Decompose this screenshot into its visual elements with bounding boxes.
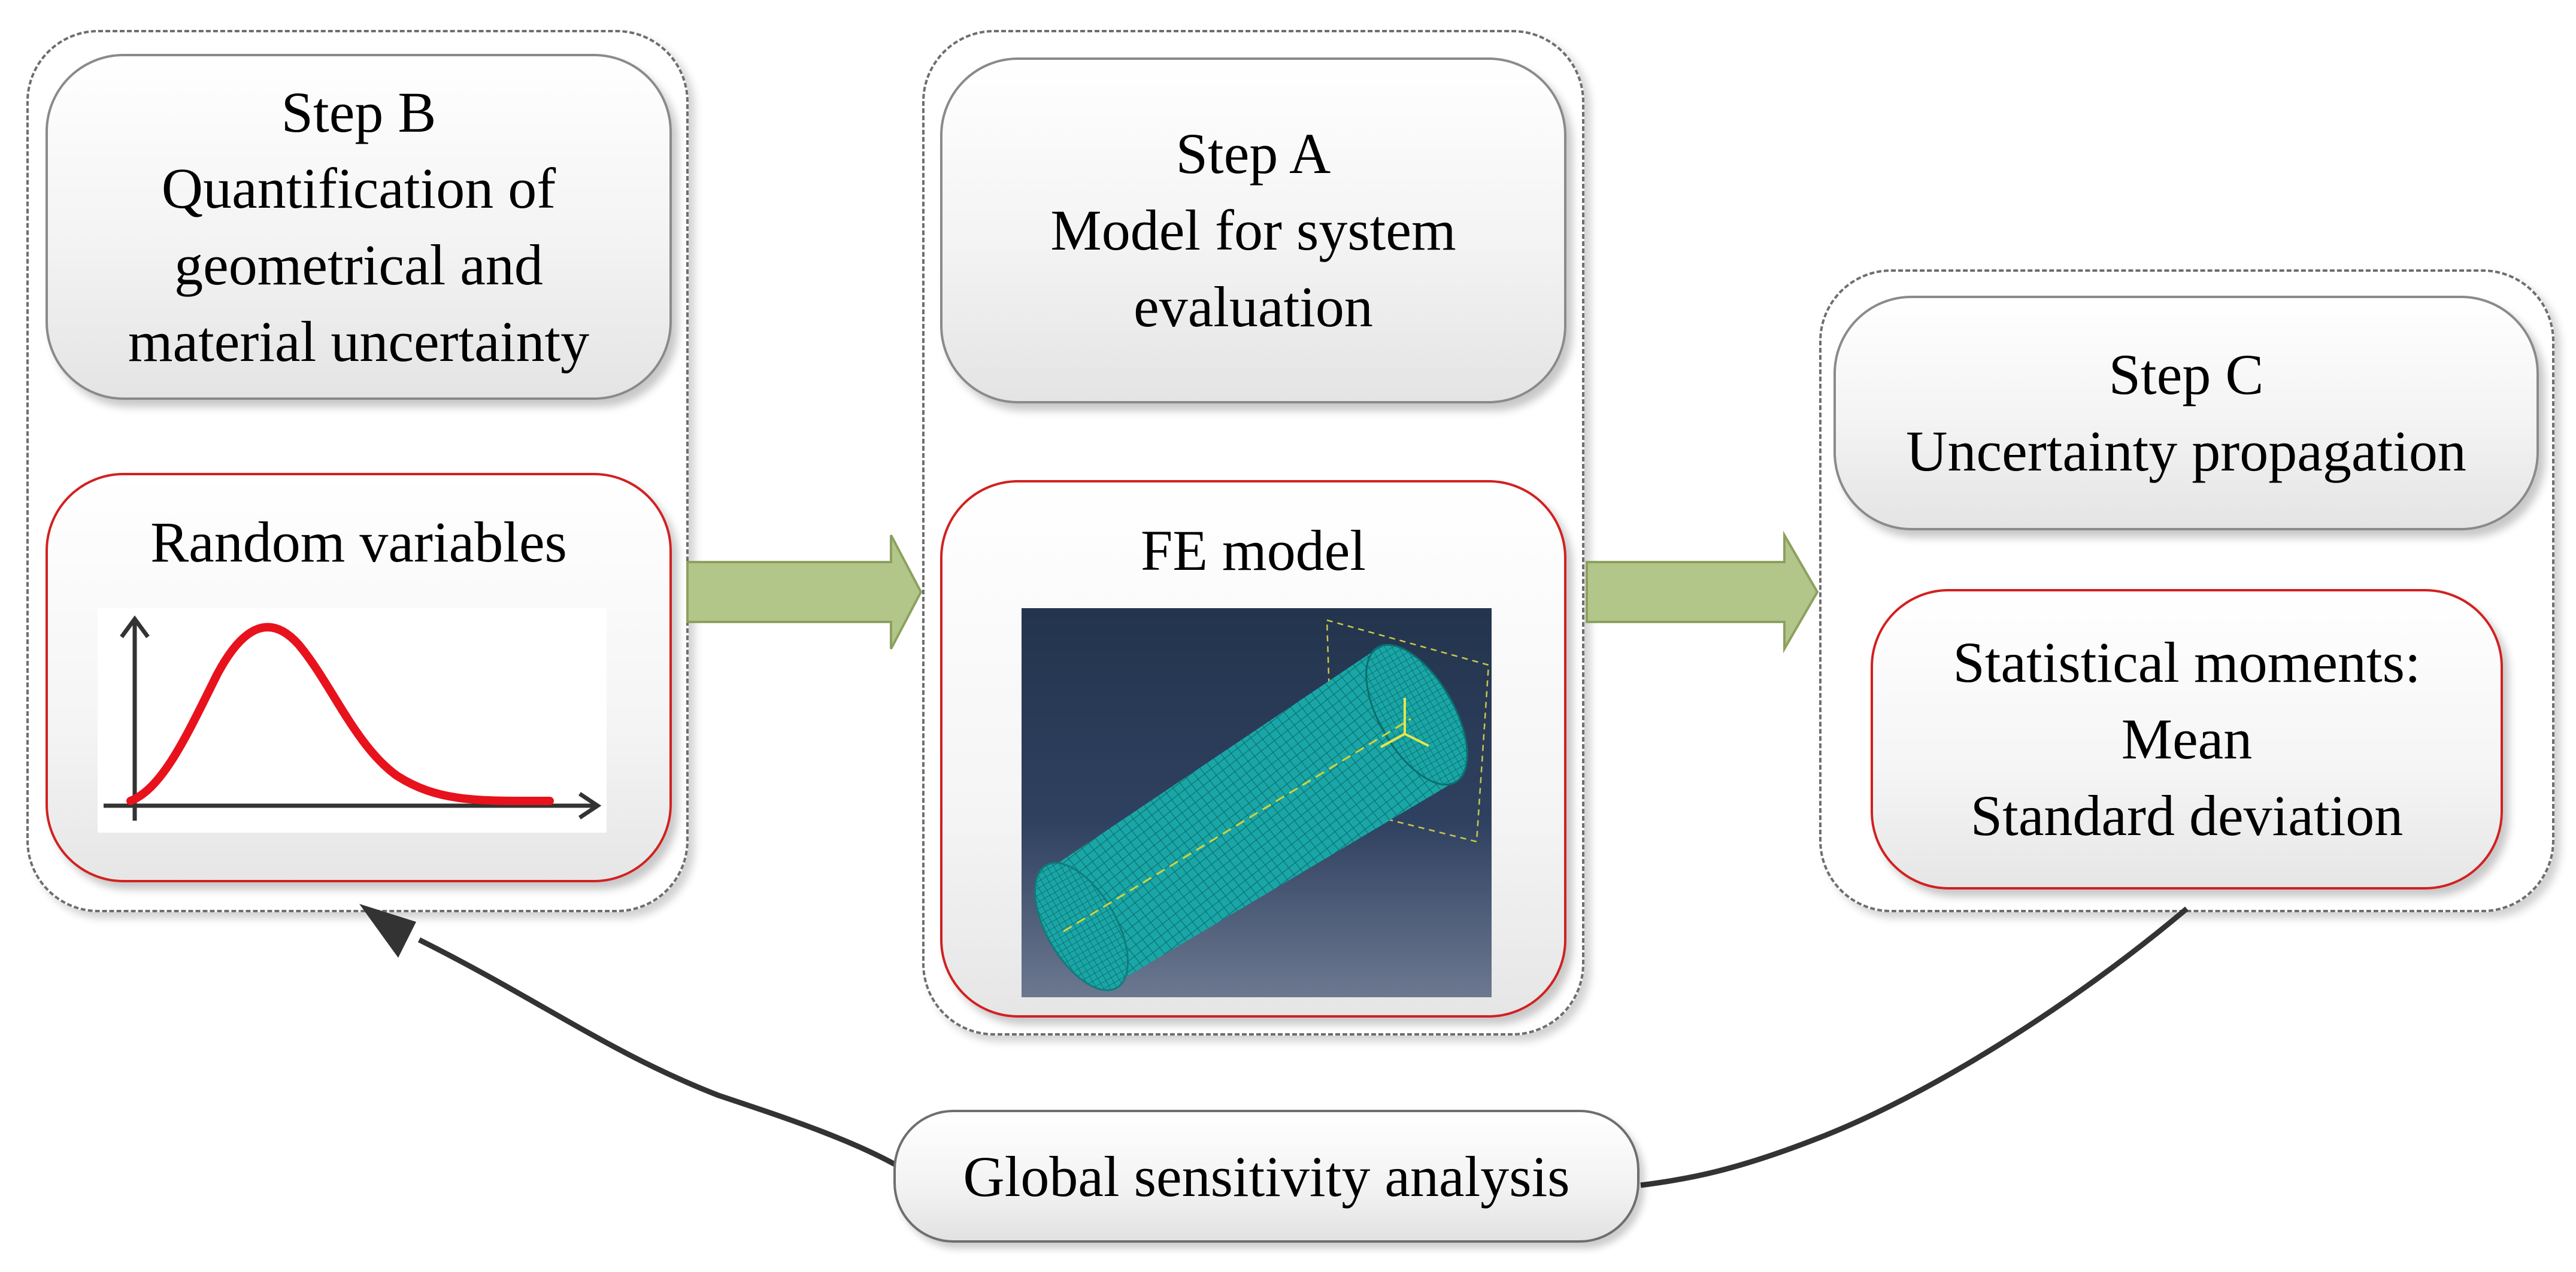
mean-label: Mean bbox=[2121, 707, 2253, 772]
step-b-title-line-2: geometrical and bbox=[174, 233, 543, 297]
probability-density-curve-icon bbox=[98, 608, 607, 833]
distribution-y-axis-arrowhead bbox=[120, 615, 150, 639]
step-a-title-line-2: evaluation bbox=[1134, 274, 1373, 339]
step-a-title-line-1: Model for system bbox=[1050, 198, 1456, 263]
distribution-x-axis-arrowhead bbox=[578, 792, 602, 819]
cylinder-body bbox=[1045, 644, 1450, 982]
coordinate-triad bbox=[1380, 698, 1429, 748]
feedback-arrow-right bbox=[1640, 906, 2189, 1188]
fe-model-title: FE model bbox=[1141, 518, 1366, 582]
statistical-moments-heading: Statistical moments: bbox=[1953, 630, 2421, 695]
standard-deviation-label: Standard deviation bbox=[1970, 783, 2404, 848]
feedback-arrowhead bbox=[359, 904, 416, 958]
distribution-curve bbox=[126, 623, 554, 806]
step-b-title-line-3: material uncertainty bbox=[128, 309, 590, 374]
step-b-header: Step B Quantification of geometrical and… bbox=[46, 54, 672, 400]
step-a-label: Step A bbox=[1175, 122, 1331, 186]
step-c-header: Step C Uncertainty propagation bbox=[1833, 296, 2539, 530]
step-a-header: Step A Model for system evaluation bbox=[940, 57, 1566, 403]
random-variables-title: Random variables bbox=[150, 510, 567, 574]
step-c-label: Step C bbox=[2108, 342, 2264, 407]
cylinder-mesh-icon bbox=[1022, 608, 1492, 997]
step-b-label: Step B bbox=[281, 80, 437, 144]
step-c-title-line-1: Uncertainty propagation bbox=[1906, 419, 2466, 483]
global-sensitivity-analysis-node: Global sensitivity analysis bbox=[893, 1110, 1639, 1243]
cylinder-near-end bbox=[1034, 862, 1129, 991]
cylinder-axis bbox=[1063, 718, 1411, 933]
feedback-arrow-left bbox=[359, 904, 912, 1176]
arrow-a-to-c bbox=[1586, 530, 1819, 654]
step-b-title-line-1: Quantification of bbox=[161, 156, 556, 221]
arrow-b-to-a bbox=[686, 535, 923, 649]
global-sensitivity-analysis-label: Global sensitivity analysis bbox=[963, 1144, 1570, 1209]
statistical-moments-panel: Statistical moments: Mean Standard devia… bbox=[1871, 589, 2503, 890]
cylinder-far-end bbox=[1365, 643, 1468, 786]
